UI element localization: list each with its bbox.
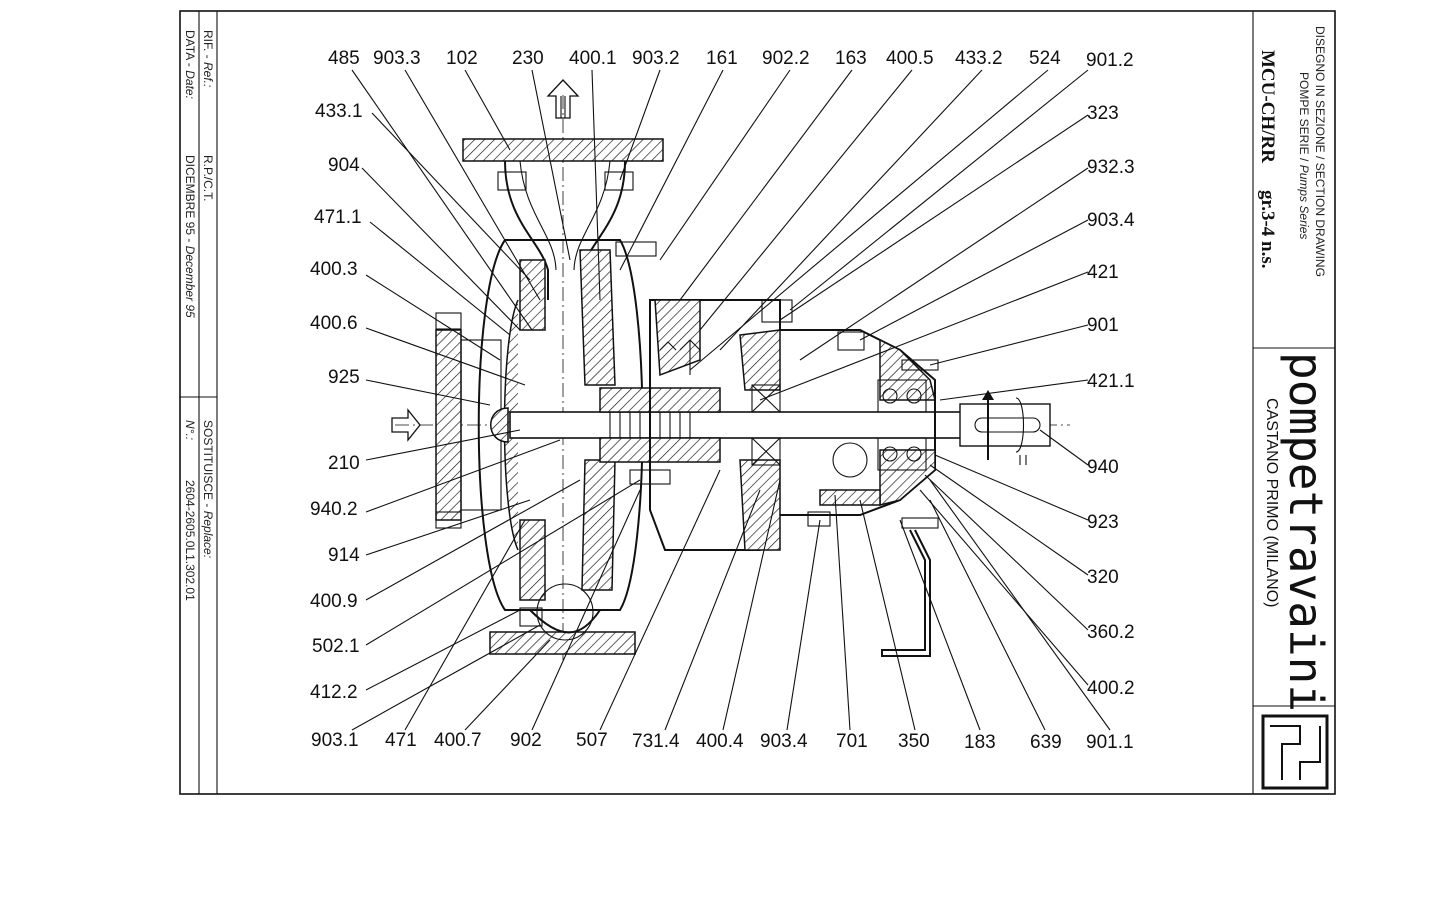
callout-label: 902 <box>510 730 542 751</box>
callouts-left: 433.1 904 471.1 400.3 400.6 925 210 940.… <box>310 101 363 703</box>
callout-label: 183 <box>964 732 996 753</box>
date-value: DICEMBRE 95 - December 95 <box>183 155 197 318</box>
brand-city: CASTANO PRIMO (MILANO) <box>1263 398 1280 608</box>
callout-label: 932.3 <box>1087 157 1135 178</box>
callout-label: 400.5 <box>886 48 934 69</box>
callout-label: 903.2 <box>632 48 680 69</box>
callout-label: 903.1 <box>311 730 359 751</box>
date-label: DATA - Date: <box>183 30 197 99</box>
callout-label: 904 <box>328 155 360 176</box>
callout-label: 412.2 <box>310 682 358 703</box>
callout-label: 102 <box>446 48 478 69</box>
callout-label: 210 <box>328 453 360 474</box>
callout-label: 400.2 <box>1087 678 1135 699</box>
callout-label: 507 <box>576 730 608 751</box>
callout-label: 903.3 <box>373 48 421 69</box>
callout-label: 903.4 <box>1087 210 1135 231</box>
pump-model: MCU-CH/RR <box>1257 50 1278 163</box>
callout-label: 471.1 <box>314 207 362 228</box>
number-value: 2604-2605.0L1.302.01 <box>183 480 197 601</box>
ref-label: RIF. - Ref.: <box>201 30 215 87</box>
callout-label: 400.7 <box>434 730 482 751</box>
header-line2: POMPE SERIE / Pumps Series <box>1297 72 1311 239</box>
callout-label: 731.4 <box>632 731 680 752</box>
callout-label: 400.4 <box>696 731 744 752</box>
callout-label: 400.3 <box>310 259 358 280</box>
callout-label: 925 <box>328 367 360 388</box>
callout-label: 701 <box>836 731 868 752</box>
title-block-left: RIF. - Ref.: R.P./C.T. DATA - Date: DICE… <box>183 30 215 601</box>
callout-label: 400.6 <box>310 313 358 334</box>
pump-cross-section <box>391 79 1070 660</box>
callout-label: 323 <box>1087 103 1119 124</box>
callout-label: 433.2 <box>955 48 1003 69</box>
brand-name: pompetravaini <box>1279 352 1333 712</box>
drawing-border <box>179 10 1336 795</box>
callout-label: 940 <box>1087 457 1119 478</box>
replace-label: SOSTITUISCE - Replace: <box>201 420 215 558</box>
callout-label: 901.1 <box>1086 732 1134 753</box>
callout-label: 433.1 <box>315 101 363 122</box>
callouts-top: 485 903.3 102 230 400.1 903.2 161 902.2 … <box>328 48 1134 71</box>
leader-lines <box>351 69 1111 731</box>
callout-label: 901 <box>1087 315 1119 336</box>
callout-label: 360.2 <box>1087 622 1135 643</box>
callout-label: 923 <box>1087 512 1119 533</box>
brand-logo-icon <box>1261 714 1329 790</box>
callout-label: 421.1 <box>1087 371 1135 392</box>
callout-label: 400.1 <box>569 48 617 69</box>
callout-label: 421 <box>1087 262 1119 283</box>
callout-label: 230 <box>512 48 544 69</box>
callout-label: 901.2 <box>1086 50 1134 71</box>
callout-label: 320 <box>1087 567 1119 588</box>
callout-label: 639 <box>1030 732 1062 753</box>
callout-label: 524 <box>1029 48 1061 69</box>
callout-label: 350 <box>898 731 930 752</box>
callout-label: 163 <box>835 48 867 69</box>
callout-label: 471 <box>385 730 417 751</box>
callout-label: 400.9 <box>310 591 358 612</box>
pump-size: gr.3-4 n.s. <box>1257 190 1278 268</box>
callout-label: 903.4 <box>760 731 808 752</box>
number-label: N°.: <box>183 420 197 440</box>
callout-label: 902.2 <box>762 48 810 69</box>
callout-label: 914 <box>328 545 360 566</box>
title-block-right: DISEGNO IN SEZIONE / SECTION DRAWING POM… <box>1257 26 1333 790</box>
ref-value: R.P./C.T. <box>201 155 215 201</box>
callout-label: 485 <box>328 48 360 69</box>
callout-label: 161 <box>706 48 738 69</box>
callout-label: 940.2 <box>310 499 358 520</box>
callouts-right: 323 932.3 903.4 421 901 421.1 940 923 32… <box>1087 103 1135 699</box>
header-line1: DISEGNO IN SEZIONE / SECTION DRAWING <box>1313 26 1327 277</box>
callouts-bottom: 903.1 471 400.7 902 507 731.4 400.4 903.… <box>311 730 1134 753</box>
callout-label: 502.1 <box>312 636 360 657</box>
